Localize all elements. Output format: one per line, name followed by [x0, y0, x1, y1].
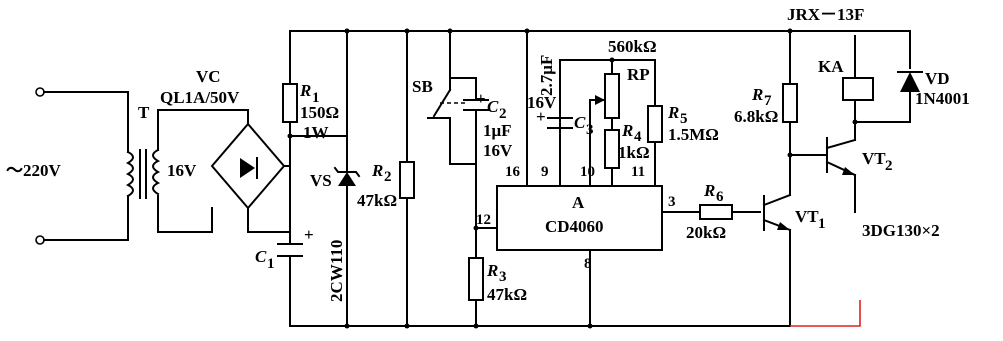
r2-sub: 2 — [384, 169, 392, 185]
c2-ref: C — [487, 97, 499, 116]
rp-ref: RP — [627, 65, 650, 84]
relay-part: JRX－13F — [787, 5, 864, 24]
r2-value: 47kΩ — [357, 191, 397, 210]
resistor-r4: R 4 1kΩ — [604, 121, 650, 169]
relay-ref: KA — [818, 57, 844, 76]
svg-text:+: + — [536, 107, 546, 126]
svg-text:+: + — [304, 225, 314, 244]
bridge-part: QL1A/50V — [160, 88, 240, 107]
resistor-r1: R 1 150Ω 1W — [282, 81, 339, 142]
transformer-secondary-voltage: 16V — [167, 161, 197, 180]
r3-value: 47kΩ — [487, 285, 527, 304]
resistor-r5: R 5 1.5MΩ — [647, 103, 719, 144]
c3-voltage: 16V — [527, 93, 557, 112]
capacitor-c1: + C 1 — [255, 225, 314, 272]
relay-ka: JRX－13F KA — [787, 5, 874, 101]
vs-ref: VS — [310, 171, 332, 190]
c3-value: 2.7μF — [537, 55, 556, 96]
capacitor-c3: + C 3 2.7μF 16V — [527, 55, 594, 138]
transistor-vt2: VT 2 3DG130×2 — [825, 137, 940, 240]
vt1-ref: VT — [795, 207, 819, 226]
r1-sub: 1 — [312, 90, 320, 106]
ic-pin-12: 12 — [476, 212, 491, 228]
r7-value: 6.8kΩ — [734, 107, 778, 126]
c2-voltage: 16V — [483, 141, 513, 160]
junction-dots — [287, 28, 858, 329]
vd-part: 1N4001 — [915, 89, 970, 108]
ic-pin-8: 8 — [584, 256, 592, 272]
c2-sub: 2 — [499, 106, 507, 122]
vt2-part: 3DG130×2 — [862, 221, 940, 240]
bridge-rectifier-vc: VC QL1A/50V — [160, 67, 286, 210]
ic-ref: A — [572, 193, 585, 212]
ic-pin-9: 9 — [541, 164, 549, 180]
ic-pin-10: 10 — [580, 164, 595, 180]
transformer-ref: T — [138, 103, 150, 122]
vt2-ref: VT — [862, 149, 886, 168]
ic-pin-11: 11 — [631, 164, 645, 180]
r6-sub: 6 — [716, 189, 724, 205]
r4-value: 1kΩ — [618, 143, 650, 162]
sb-ref: SB — [412, 77, 433, 96]
r6-value: 20kΩ — [686, 223, 726, 242]
r4-sub: 4 — [634, 129, 642, 145]
r5-sub: 5 — [680, 111, 688, 127]
r3-ref: R — [486, 261, 498, 280]
ic-cd4060: A CD4060 16 9 10 11 12 8 3 — [476, 164, 676, 272]
resistor-r7: R 7 6.8kΩ — [734, 83, 798, 126]
r2-ref: R — [371, 161, 383, 180]
diode-vd: VD 1N4001 — [897, 69, 970, 108]
resistor-r3: R 3 47kΩ — [468, 257, 527, 304]
potentiometer-rp[interactable]: RP 560kΩ — [595, 37, 657, 119]
resistor-r6: R 6 20kΩ — [686, 181, 733, 242]
c2-value: 1μF — [483, 121, 512, 140]
ic-part: CD4060 — [545, 217, 604, 236]
rp-value: 560kΩ — [608, 37, 657, 56]
transformer-t: T 16V — [125, 103, 197, 199]
vt1-sub: 1 — [818, 216, 826, 232]
resistor-r2: R 2 47kΩ — [357, 161, 415, 210]
bridge-ref: VC — [196, 67, 221, 86]
r1-value: 150Ω — [300, 103, 339, 122]
r7-sub: 7 — [764, 93, 772, 109]
r4-ref: R — [621, 121, 633, 140]
zener-vs: VS 2CW110 — [310, 166, 361, 302]
ic-pin-16: 16 — [505, 164, 521, 180]
svg-text:+: + — [476, 89, 486, 108]
r5-ref: R — [667, 103, 679, 122]
capacitor-c2: + C 2 1μF 16V — [463, 89, 513, 160]
switch-sb[interactable]: SB — [412, 77, 466, 119]
r1-ref: R — [299, 81, 311, 100]
vs-part: 2CW110 — [327, 240, 346, 302]
ac-terminal-top — [35, 87, 45, 97]
r5-value: 1.5MΩ — [668, 125, 719, 144]
transistor-vt1: VT 1 — [762, 193, 826, 232]
vt2-sub: 2 — [885, 158, 893, 174]
r6-ref: R — [703, 181, 715, 200]
c1-ref: C — [255, 247, 267, 266]
c3-sub: 3 — [586, 122, 594, 138]
r3-sub: 3 — [499, 269, 507, 285]
ac-terminal-bottom — [35, 235, 45, 245]
vd-ref: VD — [925, 69, 950, 88]
c1-sub: 1 — [267, 256, 275, 272]
c3-ref: C — [574, 113, 586, 132]
ac-input-voltage: ～220V — [6, 161, 61, 180]
r1-power: 1W — [303, 123, 329, 142]
r7-ref: R — [751, 85, 763, 104]
ic-pin-3: 3 — [668, 194, 676, 210]
